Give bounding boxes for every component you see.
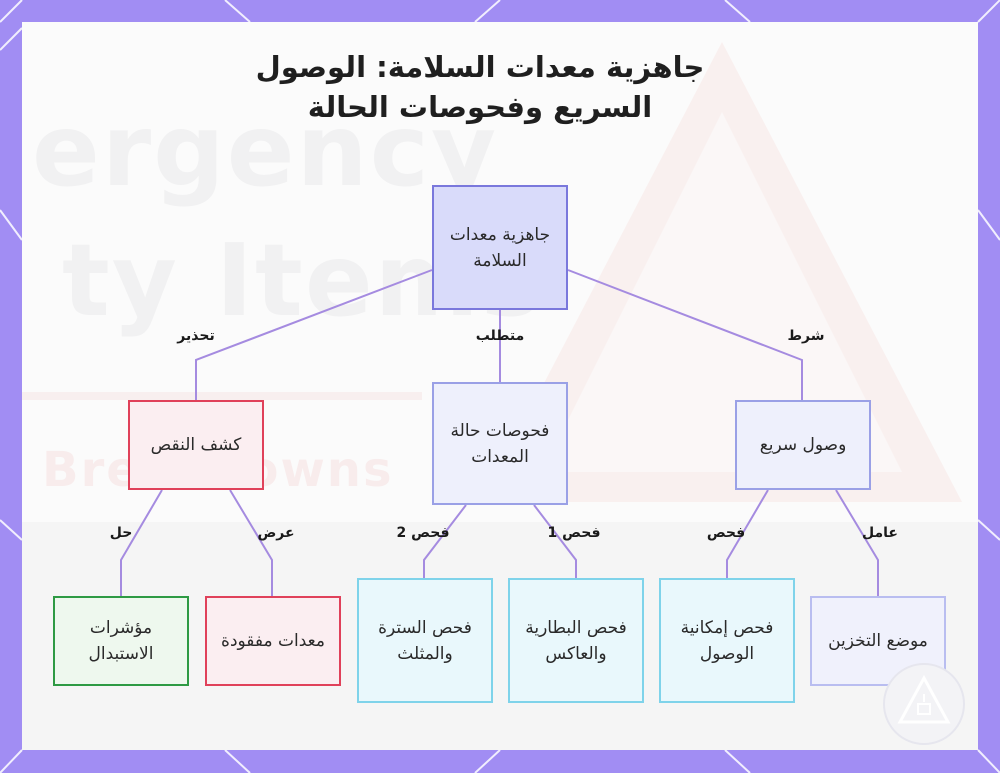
background-text-1: ergency	[32, 92, 499, 209]
edge-label-requirement: متطلب	[475, 328, 525, 344]
edge-label-factor: عامل	[862, 525, 898, 541]
node-battery-reflector-check: فحص البطارية والعاكس	[508, 578, 644, 703]
node-missing-equipment: معدات مفقودة	[205, 596, 341, 686]
edge-label-display: عرض	[257, 525, 295, 541]
edge-label-warning: تحذير	[177, 328, 215, 344]
edge-label-solution: حل	[109, 525, 133, 541]
node-root-safety-readiness: جاهزية معدات السلامة	[432, 185, 568, 310]
node-deficiency-detection: كشف النقص	[128, 400, 264, 490]
node-vest-triangle-check: فحص السترة والمثلث	[357, 578, 493, 703]
warning-triangle-icon	[883, 663, 965, 745]
edge-label-condition: شرط	[787, 328, 825, 344]
edge-label-check: فحص	[706, 525, 746, 541]
node-quick-access: وصول سريع	[735, 400, 871, 490]
edge-label-check-2: فحص 2	[396, 525, 450, 541]
diagram-title: جاهزية معدات السلامة: الوصول السريع وفحو…	[255, 50, 705, 124]
node-equipment-condition-checks: فحوصات حالة المعدات	[432, 382, 568, 505]
node-accessibility-check: فحص إمكانية الوصول	[659, 578, 795, 703]
node-replacement-indicators: مؤشرات الاستبدال	[53, 596, 189, 686]
edge-label-check-1: فحص 1	[547, 525, 601, 541]
node-storage-location: موضع التخزين	[810, 596, 946, 686]
